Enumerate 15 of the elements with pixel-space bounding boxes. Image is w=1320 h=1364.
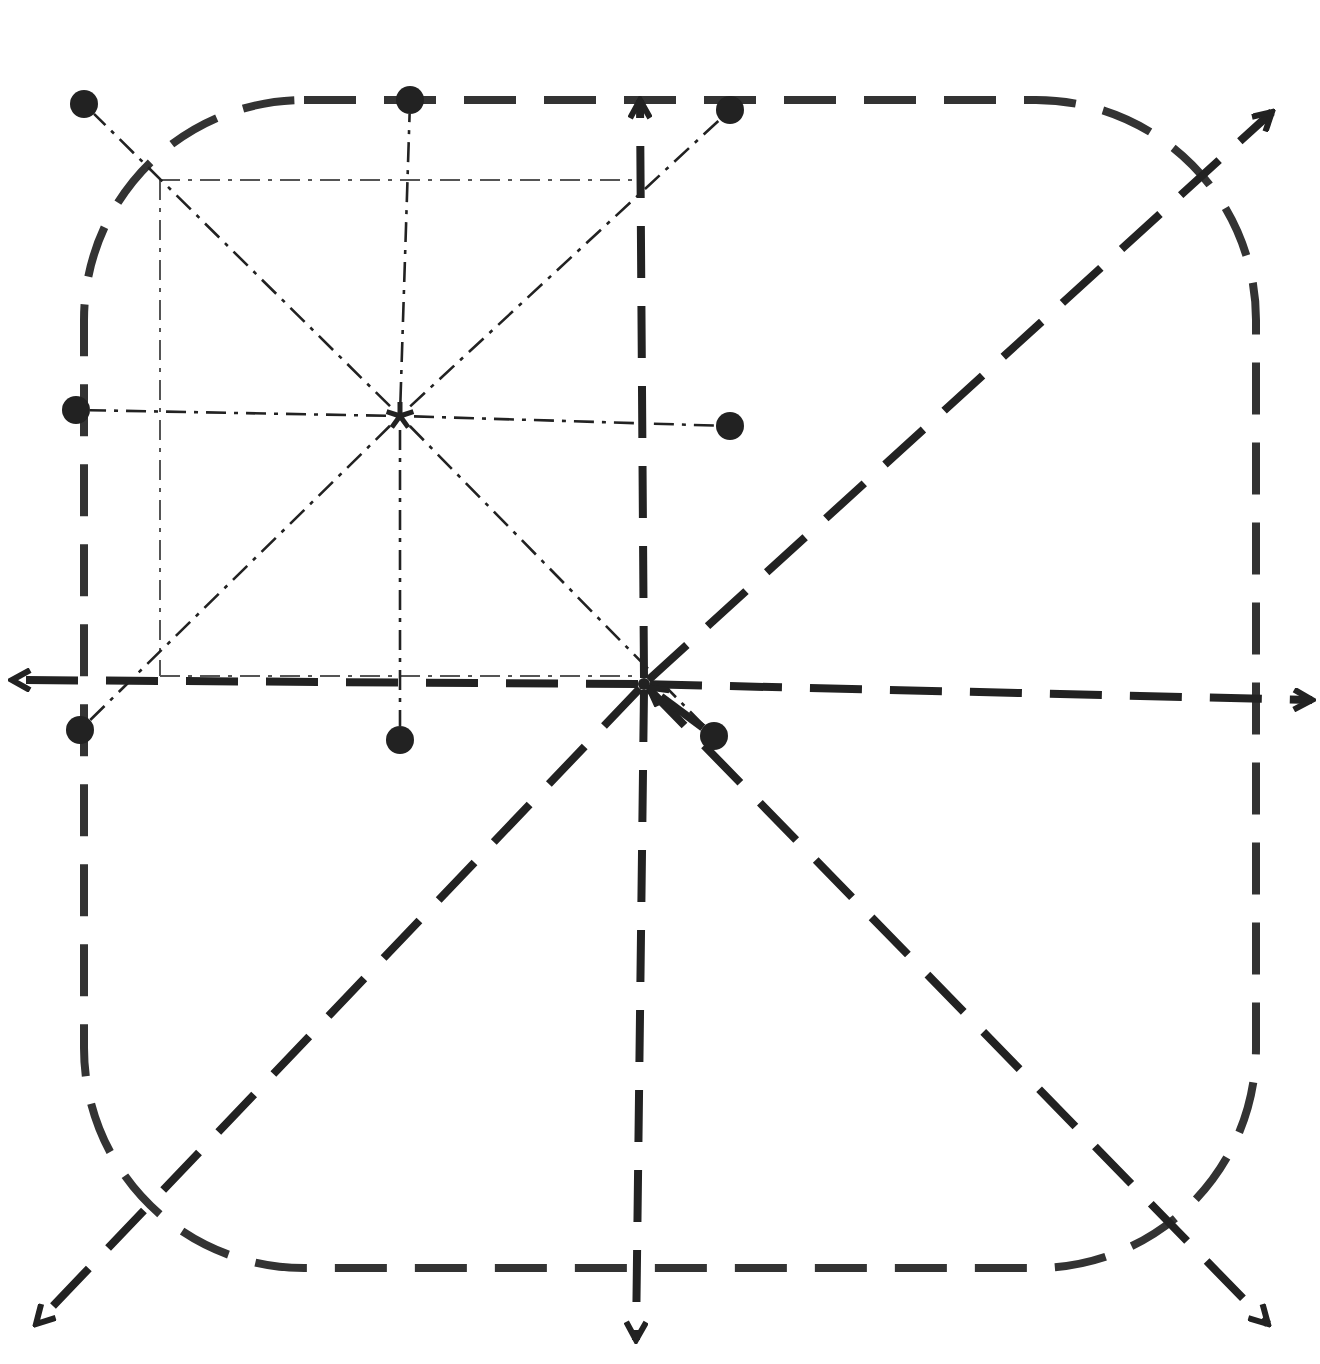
arrow bbox=[649, 680, 1315, 713]
dash-dot-line bbox=[408, 425, 706, 727]
arrow bbox=[645, 109, 1275, 683]
dash-dot-line bbox=[399, 113, 411, 403]
dash-dot-line bbox=[398, 430, 402, 726]
arrow bbox=[623, 689, 650, 1343]
arrow bbox=[9, 667, 639, 694]
dash-dot-line bbox=[89, 408, 387, 418]
arrow bbox=[33, 685, 643, 1327]
dash-dot-line bbox=[413, 415, 717, 427]
arrow bbox=[645, 684, 706, 731]
dash-dot-line bbox=[409, 118, 721, 408]
arrow bbox=[627, 97, 654, 679]
dash-dot-line bbox=[93, 112, 391, 408]
dash-dot-line bbox=[89, 424, 391, 722]
